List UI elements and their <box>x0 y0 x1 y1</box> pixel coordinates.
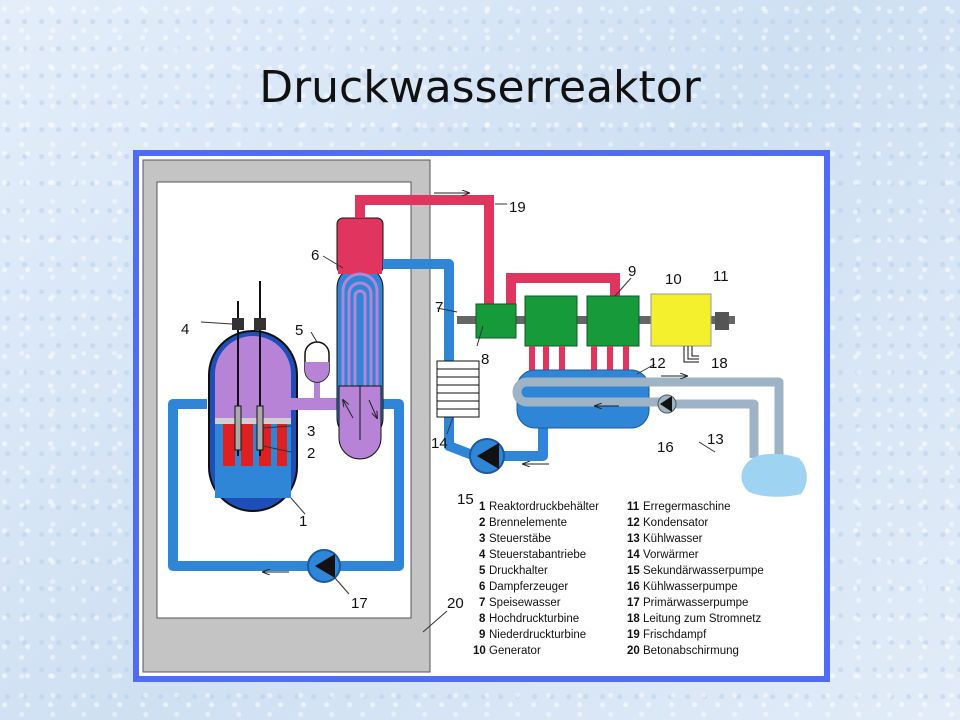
label-5: 5 <box>295 322 303 339</box>
exciter <box>715 312 729 330</box>
label-13: 13 <box>707 431 724 448</box>
label-9: 9 <box>628 263 636 280</box>
label-15: 15 <box>457 491 474 508</box>
high-pressure-turbine <box>475 303 517 339</box>
legend-num-19: 19 <box>627 629 640 641</box>
label-2: 2 <box>307 445 315 462</box>
preheater <box>436 360 480 418</box>
label-6: 6 <box>311 247 319 264</box>
label-12: 12 <box>649 355 666 372</box>
legend-text-14: Vorwärmer <box>643 549 699 561</box>
control-rod-drive-left <box>232 318 244 330</box>
slide-title: Druckwasserreaktor <box>259 62 701 113</box>
legend-text-7: Speisewasser <box>489 597 561 609</box>
legend-num-7: 7 <box>479 597 485 609</box>
live-steam-pipe <box>355 195 494 308</box>
legend-text-2: Brennelemente <box>489 517 567 529</box>
label-1: 1 <box>299 513 307 530</box>
legend-text-10: Generator <box>489 645 541 657</box>
exhaust-steam-pipes <box>529 346 629 376</box>
low-pressure-turbine-a <box>524 295 578 347</box>
legend-text-15: Sekundärwasserpumpe <box>643 565 764 577</box>
label-14: 14 <box>431 435 448 452</box>
reactor-pressure-vessel <box>208 330 298 512</box>
legend-num-15: 15 <box>627 565 640 577</box>
legend-num-18: 18 <box>627 613 640 625</box>
legend-num-3: 3 <box>479 533 485 545</box>
legend-text-1: Reaktordruckbehälter <box>489 501 599 513</box>
label-11: 11 <box>713 268 729 285</box>
legend-num-12: 12 <box>627 517 640 529</box>
label-3: 3 <box>307 423 315 440</box>
reactor-diagram: 1 2 3 4 5 6 7 8 9 10 11 12 13 14 15 16 1… <box>142 159 807 673</box>
legend: 1 Reaktordruckbehälter 2 Brennelemente 3… <box>473 501 764 657</box>
label-16: 16 <box>657 439 674 456</box>
legend-num-11: 11 <box>627 501 640 513</box>
legend-num-9: 9 <box>479 629 485 641</box>
legend-text-18: Leitung zum Stromnetz <box>643 613 762 625</box>
label-10: 10 <box>665 271 682 288</box>
primary-water-pump <box>307 549 341 583</box>
river-water <box>741 453 807 497</box>
legend-num-13: 13 <box>627 533 640 545</box>
legend-text-16: Kühlwasserpumpe <box>643 581 738 593</box>
diagram-frame: 1 2 3 4 5 6 7 8 9 10 11 12 13 14 15 16 1… <box>133 150 830 682</box>
label-18: 18 <box>711 355 728 372</box>
legend-text-12: Kondensator <box>643 517 708 529</box>
label-19: 19 <box>509 199 526 216</box>
steam-generator <box>336 217 384 460</box>
legend-text-19: Frischdampf <box>643 629 707 641</box>
legend-text-20: Betonabschirmung <box>643 645 739 657</box>
legend-num-17: 17 <box>627 597 640 609</box>
pressurizer <box>304 341 330 400</box>
low-pressure-turbine-b <box>586 295 640 347</box>
legend-num-6: 6 <box>479 581 485 593</box>
cooling-water-pipe <box>512 377 784 458</box>
generator <box>650 293 712 347</box>
label-20: 20 <box>447 595 464 612</box>
legend-num-20: 20 <box>627 645 640 657</box>
legend-num-5: 5 <box>479 565 486 577</box>
label-17: 17 <box>351 595 368 612</box>
legend-text-6: Dampferzeuger <box>489 581 568 593</box>
hot-leg-pipe <box>291 398 337 410</box>
grid-connection-lines <box>683 346 699 363</box>
label-8: 8 <box>481 351 489 368</box>
legend-text-13: Kühlwasser <box>643 533 703 545</box>
legend-text-8: Hochdruckturbine <box>489 613 579 625</box>
legend-num-2: 2 <box>479 517 485 529</box>
legend-text-11: Erregermaschine <box>643 501 731 513</box>
secondary-water-pump <box>469 438 505 474</box>
cooling-water-pump <box>657 394 677 414</box>
legend-num-14: 14 <box>627 549 640 561</box>
legend-text-5: Druckhalter <box>489 565 548 577</box>
label-4: 4 <box>181 321 189 338</box>
steam-crossover-pipe <box>506 273 620 304</box>
concrete-shield <box>142 159 431 673</box>
legend-num-1: 1 <box>479 501 486 513</box>
leader-lines <box>200 203 716 633</box>
legend-text-3: Steuerstäbe <box>489 533 551 545</box>
label-7: 7 <box>435 299 443 316</box>
feedwater-pipe <box>383 259 548 461</box>
primary-loop-pipe <box>168 399 404 571</box>
legend-num-10: 10 <box>473 645 486 657</box>
legend-text-9: Niederdruckturbine <box>489 629 586 641</box>
legend-text-17: Primärwasserpumpe <box>643 597 748 609</box>
control-rod-drive-right <box>254 318 266 330</box>
legend-num-4: 4 <box>479 549 486 561</box>
legend-num-16: 16 <box>627 581 640 593</box>
legend-text-4: Steuerstabantriebe <box>489 549 586 561</box>
legend-num-8: 8 <box>479 613 486 625</box>
